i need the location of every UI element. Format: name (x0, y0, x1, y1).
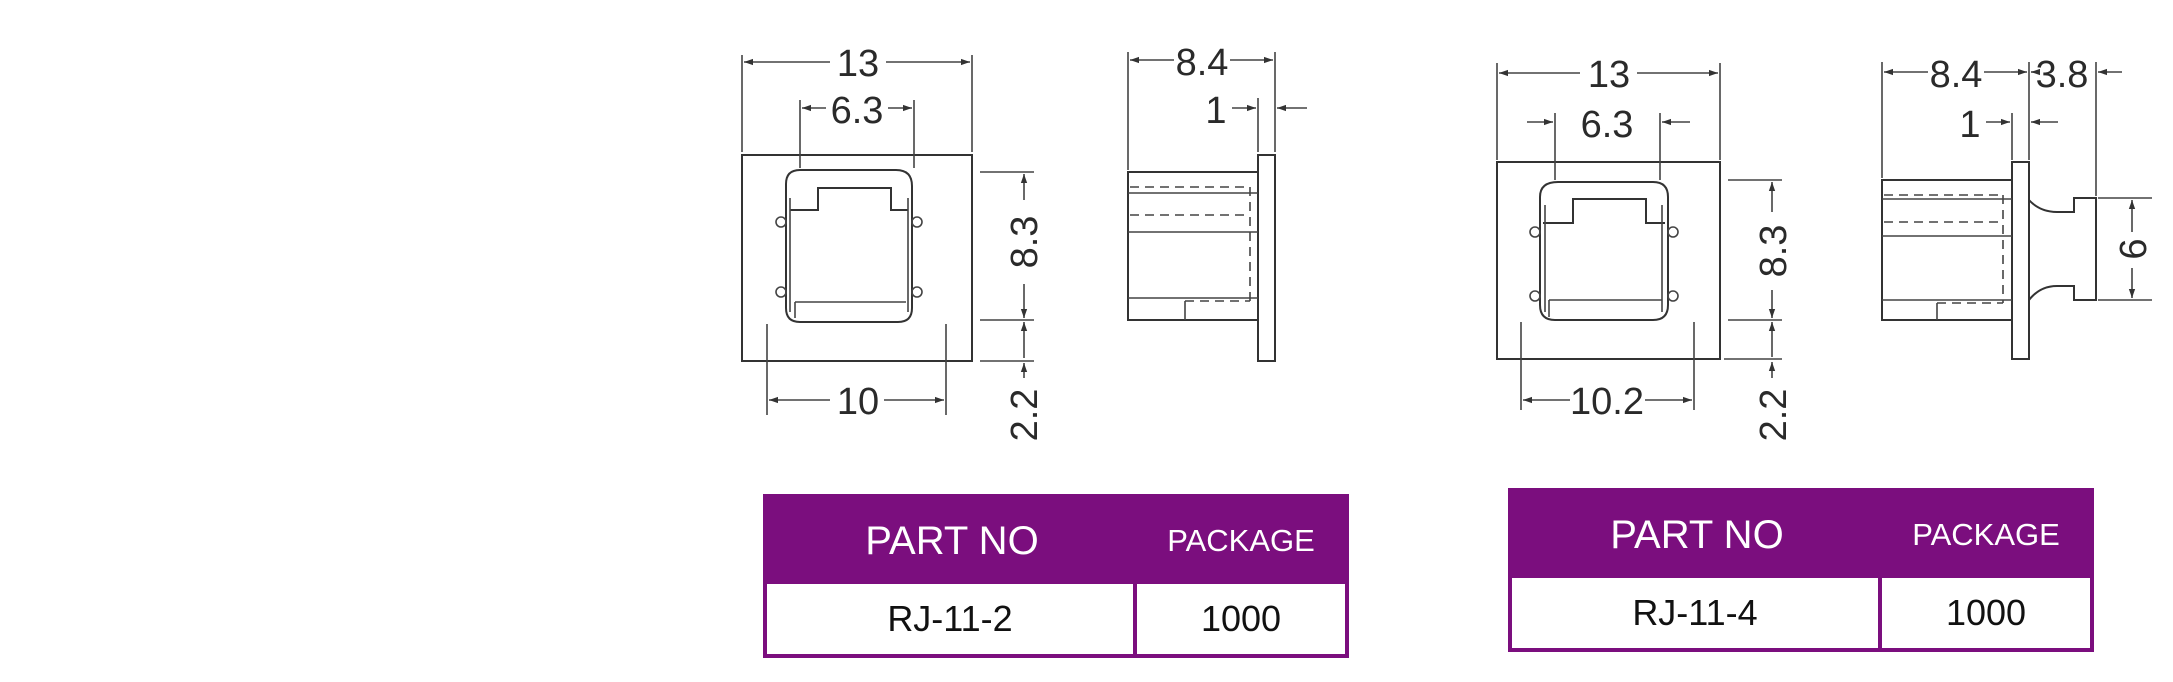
dim-bottom-2: 10.2 (1570, 381, 1644, 423)
front-view-1: 13 6.3 10 8.3 2.2 (741, 43, 1046, 442)
cell-part-no: RJ-11-4 (1512, 578, 1882, 648)
flange-2 (2011, 161, 2030, 360)
cell-package: 1000 (1137, 584, 1345, 654)
dim-width-2: 13 (1588, 54, 1630, 96)
header-package: PACKAGE (1912, 517, 2060, 552)
front-body-2 (1496, 161, 1721, 360)
part-table-1: PART NO PACKAGE RJ-11-2 1000 (763, 494, 1349, 658)
part-table-2: PART NO PACKAGE RJ-11-4 1000 (1508, 488, 2094, 652)
jack-opening-2 (1539, 181, 1669, 321)
dim-depth-1: 8.4 (1176, 42, 1229, 84)
flange-1 (1257, 154, 1276, 362)
dim-offset-2: 2.2 (1753, 389, 1795, 442)
dim-height-2: 8.3 (1753, 225, 1795, 278)
dim-flange-2: 1 (1959, 104, 1980, 146)
jack-inner-2 (1543, 198, 1665, 224)
dim-depth-2: 8.4 (1930, 54, 1983, 96)
dim-height-1: 8.3 (1004, 216, 1046, 269)
dim-opening-2: 6.3 (1581, 104, 1634, 146)
side-view-1: 8.4 1 (1127, 42, 1307, 362)
jack-inner-1 (790, 187, 908, 211)
cell-package: 1000 (1882, 578, 2090, 648)
dim-offset-1: 2.2 (1004, 389, 1046, 442)
side-view-2: 8.4 3.8 1 6 (1881, 54, 2155, 360)
boss-2 (2028, 197, 2097, 301)
jack-opening-1 (785, 169, 913, 323)
dim-width-1: 13 (837, 43, 879, 85)
header-part-no: PART NO (1610, 512, 1784, 557)
dim-boss-h-2: 6 (2113, 238, 2155, 259)
cell-part-no: RJ-11-2 (767, 584, 1137, 654)
dim-boss-len-2: 3.8 (2036, 54, 2089, 96)
front-body-1 (741, 154, 973, 362)
dim-opening-1: 6.3 (831, 90, 884, 132)
header-package: PACKAGE (1167, 523, 1315, 558)
header-part-no: PART NO (865, 518, 1039, 563)
front-view-2: 13 6.3 10.2 8.3 2.2 (1496, 54, 1795, 442)
dim-bottom-1: 10 (837, 381, 879, 423)
dim-flange-1: 1 (1205, 90, 1226, 132)
